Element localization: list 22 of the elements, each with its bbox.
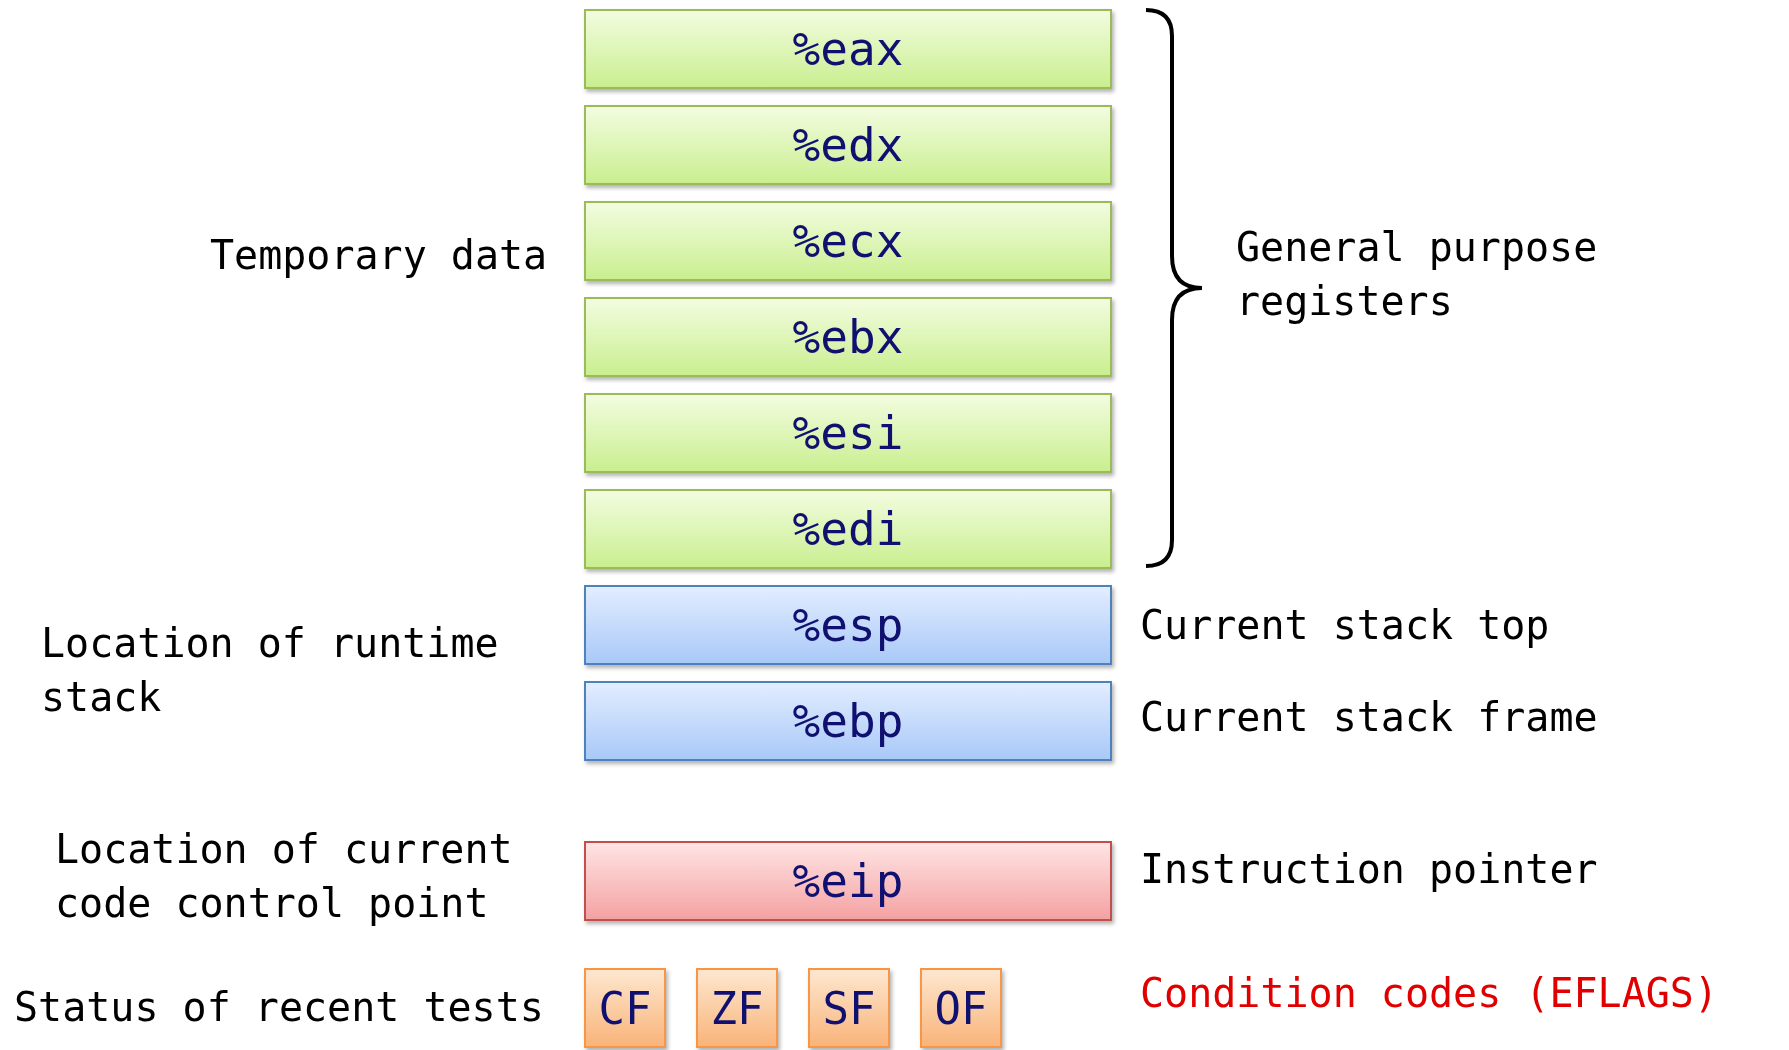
flag-box: OF	[920, 968, 1002, 1048]
group-label: Condition codes (EFLAGS)	[1140, 969, 1719, 1018]
register-box: %eax	[584, 9, 1112, 89]
register-description: Current stack frame	[1140, 693, 1598, 742]
register-box: %ebx	[584, 297, 1112, 377]
register-description: Current stack top	[1140, 601, 1550, 650]
flag-box: SF	[808, 968, 890, 1048]
group-label: Status of recent tests	[14, 983, 545, 1032]
register-box: %ecx	[584, 201, 1112, 281]
flag-box: ZF	[696, 968, 778, 1048]
register-box: %eip	[584, 841, 1112, 921]
group-label: Location of current code control point	[55, 825, 514, 928]
register-description: Instruction pointer	[1140, 845, 1598, 894]
register-box: %edi	[584, 489, 1112, 569]
group-label: General purpose registers	[1236, 223, 1599, 326]
flag-box: CF	[584, 968, 666, 1048]
register-box: %ebp	[584, 681, 1112, 761]
group-label: Temporary data	[210, 231, 549, 280]
register-box: %esi	[584, 393, 1112, 473]
register-box: %esp	[584, 585, 1112, 665]
group-label: Location of runtime stack	[41, 619, 500, 722]
register-box: %edx	[584, 105, 1112, 185]
